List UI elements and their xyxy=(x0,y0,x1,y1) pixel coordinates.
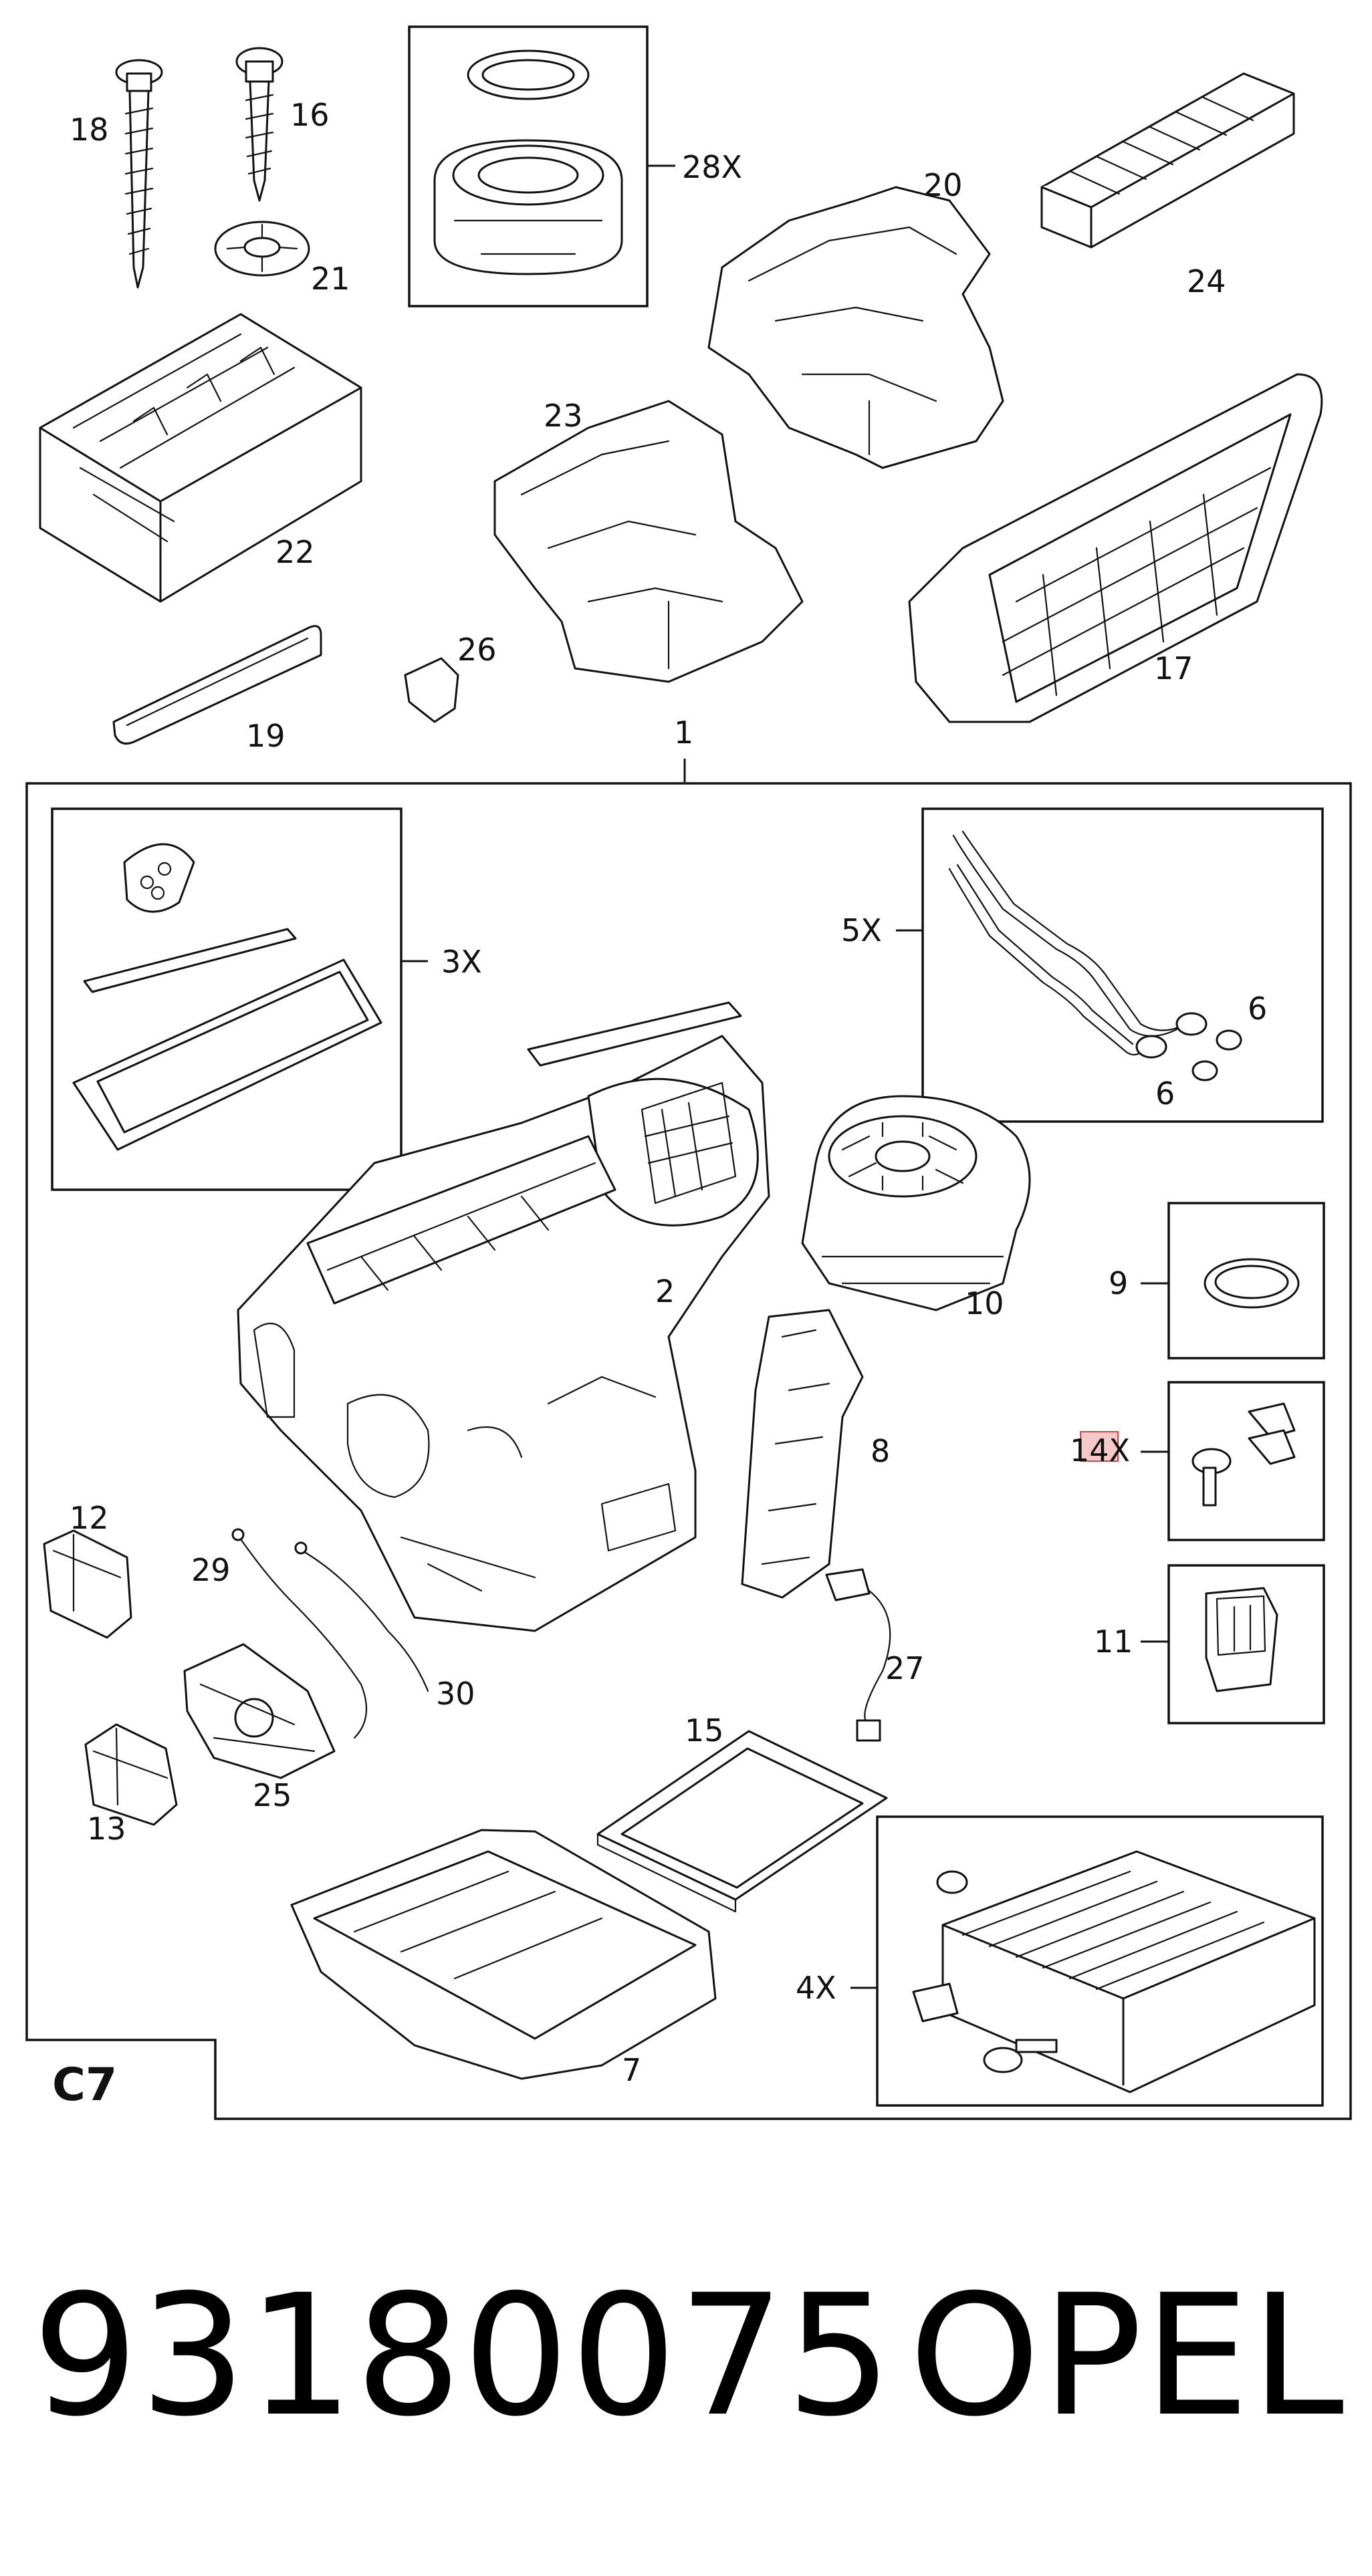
callout-8: 8 xyxy=(871,1433,890,1469)
callout-29: 29 xyxy=(191,1552,231,1588)
kit-4x-box xyxy=(876,1815,1324,2107)
part-12-actuator xyxy=(43,1529,132,1639)
part-15-filter-frame xyxy=(596,1730,888,1913)
callout-11: 11 xyxy=(1094,1624,1133,1660)
callout-7: 7 xyxy=(622,2052,641,2088)
part-21-washer xyxy=(214,221,310,277)
callout-3x: 3X xyxy=(441,944,482,980)
part-20-duct xyxy=(707,186,1004,469)
part-11-connector xyxy=(1205,1587,1278,1692)
brand-name: OPEL xyxy=(909,2259,1345,2453)
callout-13: 13 xyxy=(87,1811,126,1847)
callout-23: 23 xyxy=(544,398,583,434)
part-27-wiring xyxy=(825,1568,891,1742)
callout-22: 22 xyxy=(275,534,315,570)
callout-27: 27 xyxy=(885,1650,925,1686)
callout-9: 9 xyxy=(1109,1265,1128,1301)
callout-5x: 5X xyxy=(841,912,882,948)
callout-25: 25 xyxy=(253,1777,292,1813)
part-4-heater-core xyxy=(912,1850,1316,2093)
callout-1: 1 xyxy=(674,715,693,751)
part-22-housing xyxy=(39,313,362,603)
part-23-duct xyxy=(493,400,804,683)
kit-3x-box xyxy=(51,807,403,1191)
part-29-cable xyxy=(231,1528,368,1739)
part-30-cable xyxy=(294,1541,429,1692)
footer-row: 93180075 OPEL xyxy=(0,2273,1372,2473)
callout-20: 20 xyxy=(923,167,963,203)
callout-18: 18 xyxy=(70,112,109,148)
part-24-filter xyxy=(1040,72,1295,249)
callout-14x: 14X xyxy=(1070,1432,1130,1468)
part-5-pipes xyxy=(948,830,1242,1081)
part-18-screw xyxy=(115,59,163,289)
callout-4x: 4X xyxy=(796,1970,836,2006)
callout-10: 10 xyxy=(965,1285,1004,1321)
part-14-clip-and-bolt xyxy=(1191,1402,1296,1507)
callout-6a: 6 xyxy=(1248,991,1267,1027)
callout-12: 12 xyxy=(70,1500,109,1536)
part-2-hvac-unit xyxy=(237,1001,770,1632)
part-10-blower xyxy=(801,1095,1031,1311)
callout-6b: 6 xyxy=(1155,1075,1175,1112)
callout-24: 24 xyxy=(1187,263,1226,299)
kit-14x-box xyxy=(1167,1381,1325,1541)
part-8-duct xyxy=(741,1309,864,1599)
part-number: 93180075 xyxy=(32,2259,894,2453)
callout-2: 2 xyxy=(655,1273,675,1309)
assembly-frame xyxy=(25,782,1352,2120)
part-28-seal-ring xyxy=(467,49,590,100)
section-code-label: C7 xyxy=(52,2059,117,2111)
part-13-actuator xyxy=(84,1723,178,1826)
part-3-pad-kit xyxy=(72,843,382,1151)
kit-5x-box xyxy=(921,807,1324,1123)
part-25-bracket xyxy=(183,1643,336,1779)
part-28-mount xyxy=(433,139,623,275)
part-19-gasket xyxy=(112,625,322,745)
callout-17: 17 xyxy=(1154,650,1193,686)
callout-15: 15 xyxy=(685,1712,724,1749)
callout-26: 26 xyxy=(457,632,497,668)
callout-21: 21 xyxy=(311,261,350,297)
part-16-screw xyxy=(235,47,283,202)
part-7-lower-housing xyxy=(290,1829,717,2080)
kit-11-box xyxy=(1167,1564,1325,1724)
callout-14x-highlight xyxy=(1080,1431,1119,1462)
part-26-clip xyxy=(404,657,459,723)
kit-9-box xyxy=(1167,1202,1325,1360)
part-9-seal xyxy=(1204,1258,1300,1309)
callout-16: 16 xyxy=(290,97,330,133)
part-17-filter-housing xyxy=(908,373,1323,723)
callout-19: 19 xyxy=(246,718,285,754)
callout-30: 30 xyxy=(436,1676,475,1712)
callout-28x: 28X xyxy=(682,149,742,185)
